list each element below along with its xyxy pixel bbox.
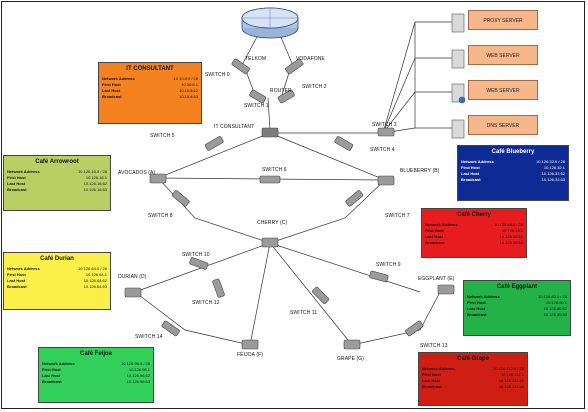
switch-vodafone-icon: [285, 58, 304, 75]
internet-cloud-icon: [241, 7, 299, 39]
link-d-f: [134, 291, 251, 346]
switch-13-icon: [405, 320, 424, 337]
dns-server-label: DNS SERVER: [468, 115, 538, 135]
link-c-e: [269, 242, 421, 293]
switch5-label: SWITCH 5: [150, 133, 175, 139]
switch-telkom-icon: [231, 58, 250, 75]
switch-2-icon: [277, 89, 295, 104]
switch-1-icon: [249, 89, 267, 104]
router-label: ROUTER: [270, 88, 292, 94]
switch11-label: SWITCH 11: [290, 310, 318, 316]
cherry-label: CHERRY (C): [257, 220, 288, 226]
avocados-router-icon: [149, 173, 167, 184]
switch12-label: SWITCH 12: [192, 300, 220, 306]
web-server-label: WEB SERVER: [468, 80, 538, 100]
switch14-label: SWITCH 14: [135, 334, 163, 340]
link-c-g: [269, 242, 353, 346]
switch-11-icon: [312, 286, 330, 304]
switch-4-icon: [334, 136, 354, 151]
link-cloud-vodafone: [279, 34, 293, 64]
switch0-label: SWITCH 0: [205, 72, 230, 78]
durian-label: DURIAN (D): [118, 274, 147, 280]
globe-icon: [458, 96, 466, 104]
switch-5-icon: [204, 136, 224, 151]
switch-9-icon: [369, 270, 389, 283]
vodafone-label: VODAFONE: [296, 56, 325, 62]
it-consultant-title: IT CONSULTANT: [126, 66, 174, 72]
switch13-label: SWITCH 13: [420, 343, 448, 349]
link-switch3-web2: [382, 91, 416, 134]
switch-7-icon: [345, 190, 364, 207]
switch1-label: SWITCH 1: [244, 103, 269, 109]
avocados-label: AVOCADOS (A): [118, 170, 156, 176]
cherry-router-icon: [261, 237, 279, 248]
switch-12-icon: [212, 278, 225, 298]
switch-3-icon: [377, 127, 395, 137]
server-icons: [451, 13, 466, 139]
core-router-icon: [261, 127, 279, 138]
link-switch3-web1: [382, 57, 416, 134]
link-cloud-telkom: [242, 34, 259, 64]
switch-10-icon: [189, 257, 209, 270]
switch8-label: SWITCH 8: [148, 213, 173, 219]
grape-router-icon: [343, 339, 361, 350]
it-consultant-node-label: IT CONSULTANT: [214, 124, 255, 130]
web-server-label: WEB SERVER: [468, 45, 538, 65]
switch4-label: SWITCH 4: [370, 147, 395, 153]
eggplant-router-icon: [437, 284, 455, 295]
link-router-core: [267, 97, 271, 131]
switch-8-icon: [171, 190, 190, 207]
link-c-f: [249, 242, 271, 346]
switch10-label: SWITCH 10: [182, 252, 210, 258]
switch3-label: SWITCH 3: [372, 122, 397, 128]
server-icon: [451, 13, 465, 33]
switch-6-icon: [259, 175, 281, 184]
switch6-label: SWITCH 6: [262, 167, 287, 173]
switch2-label: SWITCH 2: [302, 84, 327, 90]
eggplant-label: EGGPLANT (E): [418, 276, 455, 282]
link-g-e: [351, 291, 441, 346]
telkom-label: TELKOM: [245, 56, 267, 62]
server-icon: [451, 119, 465, 139]
feijoa-label: FEIJOA (F): [237, 352, 263, 358]
switch7-label: SWITCH 7: [385, 213, 410, 219]
grape-label: GRAPE (G): [337, 356, 365, 362]
blueberry-router-icon: [377, 175, 395, 186]
link-switch3-proxy: [382, 21, 416, 134]
blueberry-label: BLUEBERRY (B): [400, 168, 440, 174]
durian-router-icon: [124, 287, 142, 298]
proxy-server-label: PROXY SERVER: [468, 10, 538, 30]
server-icon: [451, 49, 465, 69]
switch-14-icon: [161, 320, 180, 337]
feijoa-router-icon: [241, 339, 259, 350]
switch9-label: SWITCH 9: [376, 262, 401, 268]
